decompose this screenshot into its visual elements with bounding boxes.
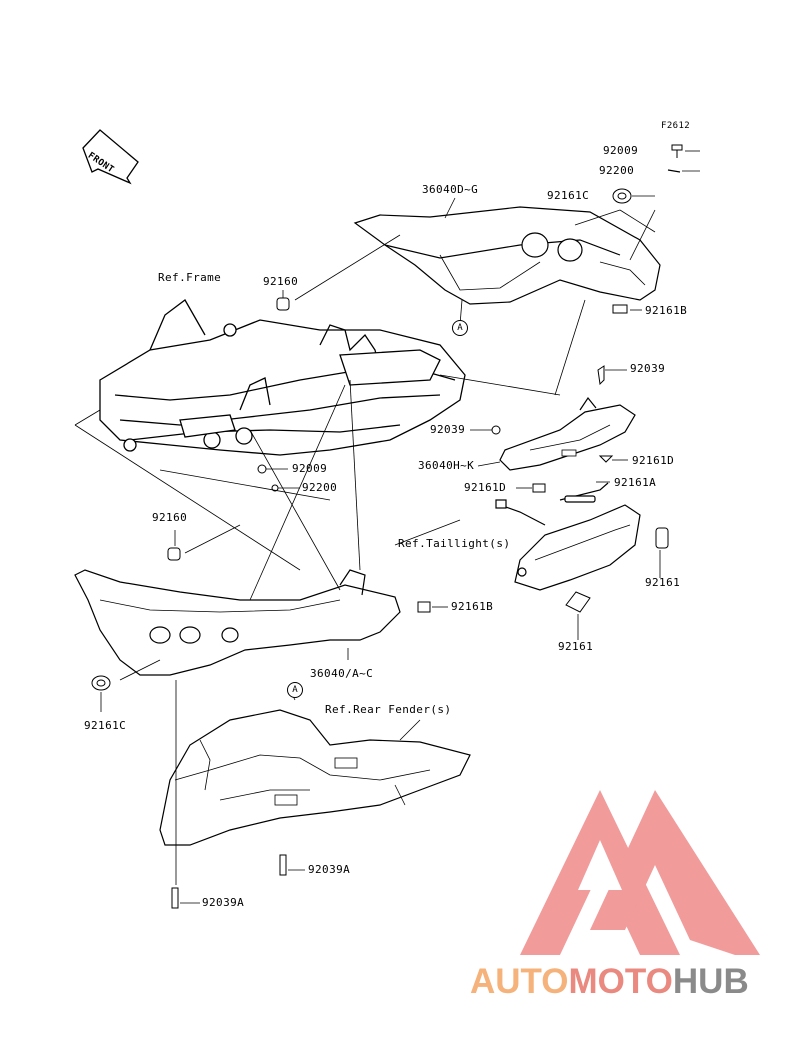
watermark-text: AUTOMOTOHUB <box>470 962 749 1002</box>
callout-ref-rear-fender: Ref.Rear Fender(s) <box>325 703 452 716</box>
front-arrow-icon <box>82 129 139 185</box>
callout-92161d: 92161D <box>632 454 675 467</box>
callout-92200: 92200 <box>599 164 635 177</box>
callout-92161c: 92161C <box>547 189 590 202</box>
watermark-part-auto: AUTO <box>470 962 569 1001</box>
callout-92161: 92161 <box>645 576 681 589</box>
seat-cover-upper <box>353 206 661 305</box>
leader-lines <box>74 150 700 904</box>
callout-92039: 92039 <box>430 423 466 436</box>
callout-92009: 92009 <box>603 144 639 157</box>
frame <box>99 299 466 456</box>
callout-92161b: 92161B <box>645 304 688 317</box>
callout-92161b: 92161B <box>451 600 494 613</box>
callout-92039: 92039 <box>630 362 666 375</box>
watermark-part-moto: MOTO <box>568 962 673 1001</box>
watermark-part-hub: HUB <box>672 962 749 1001</box>
callout-92039a: 92039A <box>308 863 351 876</box>
callout-92039a: 92039A <box>202 896 245 909</box>
side-cover-lower <box>74 569 401 676</box>
watermark-logo <box>520 790 760 955</box>
callout-36040h-k: 36040H~K <box>418 459 475 472</box>
figure-code: F2612 <box>661 121 691 131</box>
callout-92009: 92009 <box>292 462 328 475</box>
callout-92160: 92160 <box>152 511 188 524</box>
taillight <box>495 482 641 591</box>
callout-92160: 92160 <box>263 275 299 288</box>
ref-marker-a: A <box>452 320 468 336</box>
callout-36040-a-c: 36040/A~C <box>310 667 374 680</box>
callout-92161a: 92161A <box>614 476 657 489</box>
callout-92161c: 92161C <box>84 719 127 732</box>
ref-marker-a: A <box>287 682 303 698</box>
rear-fender <box>159 709 471 846</box>
callout-ref-taillight: Ref.Taillight(s) <box>398 537 511 550</box>
callout-92161: 92161 <box>558 640 594 653</box>
callout-92200: 92200 <box>302 481 338 494</box>
callout-ref-frame: Ref.Frame <box>158 271 222 284</box>
small-parts <box>91 144 683 909</box>
callout-36040d-g: 36040D~G <box>422 183 479 196</box>
callout-92161d: 92161D <box>464 481 507 494</box>
center-cover <box>499 396 636 471</box>
